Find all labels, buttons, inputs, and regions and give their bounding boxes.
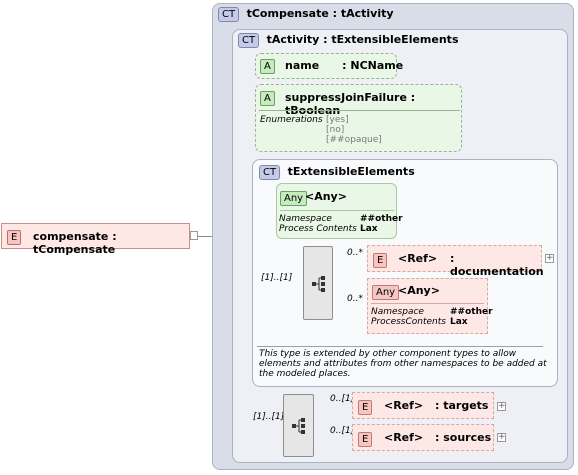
outer-header: CT tCompensate : tActivity — [218, 7, 394, 22]
element-targets[interactable]: E <Ref> : targets — [352, 392, 494, 419]
enumerations-label: Enumerations — [260, 115, 323, 125]
sequence-multiplicity: [1]..[1] — [261, 273, 293, 283]
attribute-label: suppressJoinFailure : tBoolean — [285, 91, 416, 117]
inner-header: CT tActivity : tExtensibleElements — [238, 33, 459, 48]
any-label: <Any> — [305, 190, 347, 203]
divider — [259, 110, 460, 111]
namespace-label: Namespace — [371, 307, 424, 317]
element-label: compensate : tCompensate — [33, 230, 117, 256]
attribute-icon: A — [260, 59, 275, 74]
enum-value: [##opaque] — [326, 135, 382, 145]
doc-multiplicity: 0..* — [347, 248, 363, 258]
any-multiplicity: 0..* — [347, 294, 363, 304]
any-icon: Any — [280, 191, 308, 206]
element-icon: E — [373, 253, 388, 268]
sequence-compositor[interactable] — [303, 246, 333, 320]
ext-header: CT tExtensibleElements — [259, 165, 415, 180]
connector — [196, 236, 212, 237]
attribute-label: name : NCName — [285, 59, 404, 72]
process-contents-value: Lax — [360, 224, 378, 234]
ext-title: tExtensibleElements — [287, 165, 415, 178]
element-compensate[interactable]: E compensate : tCompensate — [1, 223, 190, 256]
complex-type-icon: CT — [218, 7, 240, 22]
complex-type-icon: CT — [238, 33, 260, 48]
inner-title: tActivity : tExtensibleElements — [266, 33, 459, 46]
element-icon: E — [7, 230, 22, 245]
attribute-icon: A — [260, 91, 275, 106]
element-ref: <Ref> — [384, 431, 424, 444]
element-ref: <Ref> — [398, 252, 438, 265]
expand-documentation-button[interactable]: + — [545, 253, 554, 263]
element-name: : sources — [435, 431, 492, 444]
process-contents-value: Lax — [450, 317, 468, 327]
namespace-label: Namespace — [279, 214, 332, 224]
divider — [371, 303, 484, 304]
enum-value: [no] — [326, 125, 345, 135]
expand-sources-button[interactable]: + — [497, 432, 506, 442]
outer-title: tCompensate : tActivity — [246, 7, 394, 20]
attribute-name[interactable]: A name : NCName — [255, 53, 403, 79]
attribute-suppress-join-failure[interactable]: A suppressJoinFailure : tBoolean Enumera… — [255, 84, 462, 152]
sources-multiplicity: 0..[1] — [330, 426, 355, 436]
sequence-multiplicity: [1]..[1] — [253, 412, 285, 422]
sequence-icon — [312, 276, 325, 292]
any-label: <Any> — [398, 284, 440, 297]
any-element-top[interactable]: Any <Any> Namespace ##other Process Cont… — [276, 183, 403, 239]
divider — [280, 210, 394, 211]
any-icon: Any — [372, 285, 400, 300]
element-icon: E — [358, 432, 373, 447]
namespace-value: ##other — [360, 214, 403, 224]
element-sources[interactable]: E <Ref> : sources — [352, 424, 494, 451]
type-note: This type is extended by other component… — [259, 349, 547, 379]
any-element-bottom[interactable]: Any <Any> Namespace ##other ProcessConte… — [367, 278, 493, 334]
enum-value: [yes] — [326, 115, 349, 125]
process-contents-label: Process Contents — [279, 224, 357, 234]
type-connector-icon — [190, 231, 198, 240]
element-icon: E — [358, 400, 373, 415]
complex-type-icon: CT — [259, 165, 281, 180]
element-name: : documentation — [450, 252, 544, 278]
sequence-compositor[interactable] — [283, 394, 314, 457]
element-name: : targets — [435, 399, 489, 412]
divider — [257, 346, 543, 347]
namespace-value: ##other — [450, 307, 493, 317]
targets-multiplicity: 0..[1] — [330, 394, 355, 404]
sequence-icon — [292, 418, 305, 434]
element-documentation[interactable]: E <Ref> : documentation — [367, 245, 544, 278]
expand-targets-button[interactable]: + — [497, 401, 506, 411]
process-contents-label: ProcessContents — [371, 317, 446, 327]
element-ref: <Ref> — [384, 399, 424, 412]
